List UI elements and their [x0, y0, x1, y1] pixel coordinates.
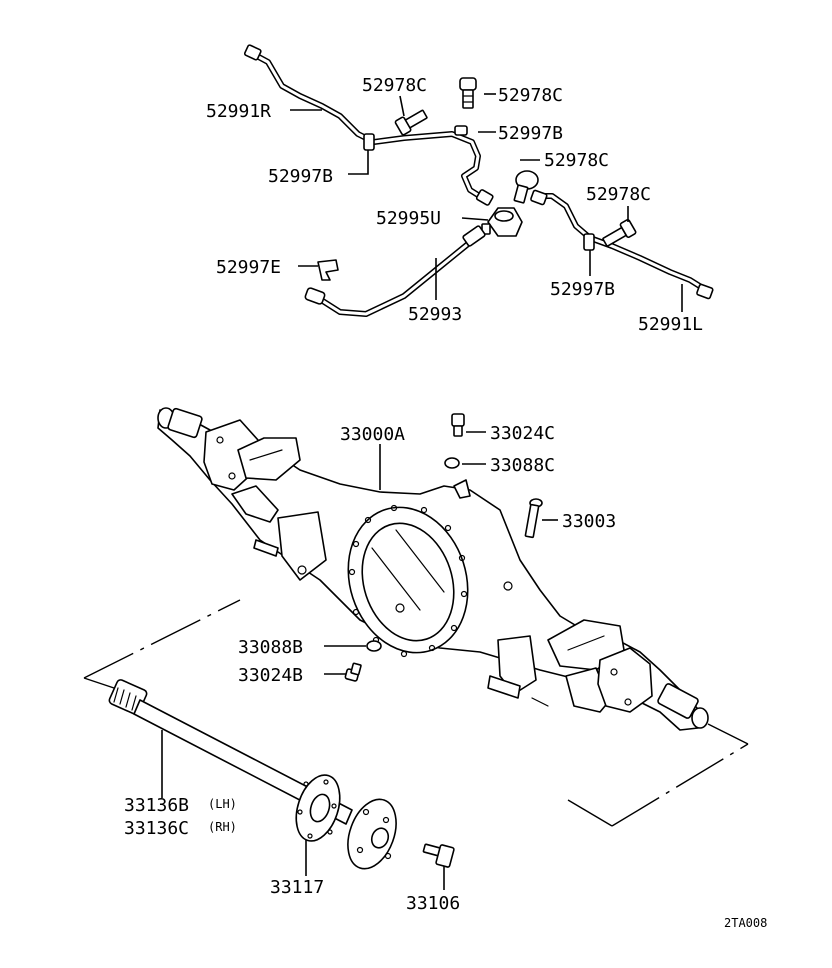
leader-lines-brake — [290, 93, 683, 312]
diagram-reference-code: 2TA008 — [724, 916, 767, 930]
label-33024c: 33024C — [490, 423, 555, 444]
gasket-33117 — [295, 774, 341, 842]
label-33117: 33117 — [270, 877, 324, 898]
bolt-52978c-c — [513, 170, 539, 204]
label-52997b-1: 52997B — [498, 123, 563, 144]
brake-line-group — [243, 44, 714, 317]
label-33003: 33003 — [562, 511, 616, 532]
label-52991l: 52991L — [638, 314, 703, 335]
label-33136b: 33136B — [124, 795, 189, 816]
junction-block-52995u — [481, 207, 523, 237]
clip-52997e — [317, 259, 339, 281]
plug-33024b — [344, 662, 362, 682]
label-52997e: 52997E — [216, 257, 281, 278]
axle-housing-33000a — [157, 407, 709, 731]
clip-52997b-left — [363, 133, 375, 151]
flex-hose-52993 — [304, 225, 486, 317]
label-33106: 33106 — [406, 893, 460, 914]
label-52997b-3: 52997B — [550, 279, 615, 300]
label-33000a: 33000A — [340, 424, 405, 445]
stud-33003 — [524, 498, 543, 539]
bolt-52978c-a — [394, 109, 428, 136]
bolt-52978c-d — [602, 219, 637, 247]
clip-52997b-right — [583, 233, 595, 251]
label-52993: 52993 — [408, 304, 462, 325]
label-52991r: 52991R — [206, 101, 271, 122]
label-52978c-4: 52978C — [586, 184, 651, 205]
label-52997b-2: 52997B — [268, 166, 333, 187]
breather-33024c — [451, 413, 465, 437]
brake-pipe-52991r — [243, 44, 494, 206]
label-52978c-1: 52978C — [362, 75, 427, 96]
part-labels: 52978C 52978C 52991R 52997B 52978C 52997… — [124, 75, 767, 930]
label-33136c: 33136C — [124, 818, 189, 839]
label-rh: (RH) — [208, 820, 237, 834]
bolt-52978c-b — [459, 77, 477, 109]
label-33088c: 33088C — [490, 455, 555, 476]
clip-52997b-mid — [454, 125, 468, 136]
label-lh: (LH) — [208, 797, 237, 811]
carrier-bolt-holes — [348, 504, 468, 658]
label-52978c-3: 52978C — [544, 150, 609, 171]
brake-pipe-52991l — [530, 189, 714, 300]
washer-33088c — [444, 457, 460, 469]
label-33024b: 33024B — [238, 665, 303, 686]
washer-33088b — [366, 640, 382, 652]
label-52995u: 52995U — [376, 208, 441, 229]
bolt-33106 — [422, 843, 455, 868]
label-52978c-2: 52978C — [498, 85, 563, 106]
label-33088b: 33088B — [238, 637, 303, 658]
leader-lines-axle — [324, 431, 558, 675]
leader-lines-shaft — [161, 730, 445, 890]
axle-shaft-33136 — [108, 679, 397, 870]
